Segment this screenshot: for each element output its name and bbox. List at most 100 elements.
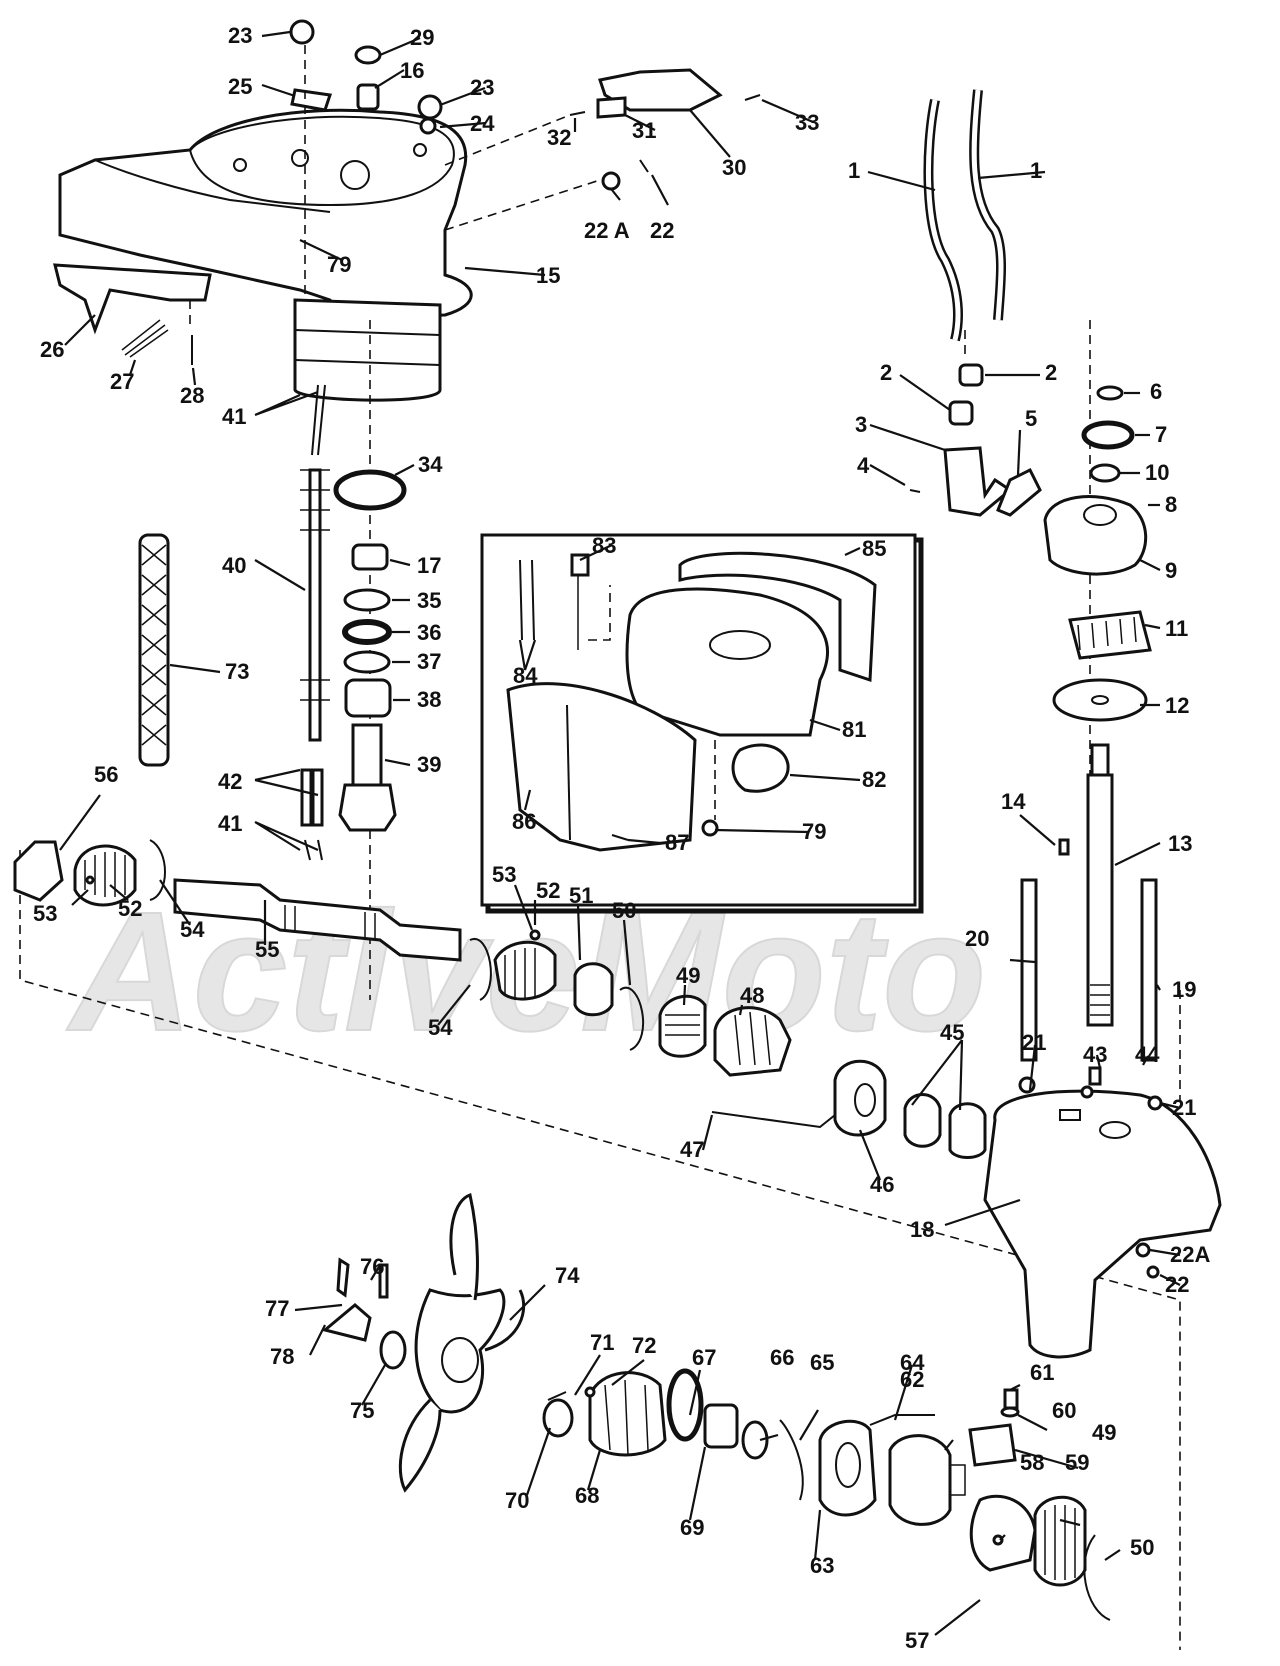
part-number-label: 29 (410, 25, 434, 50)
part-number-label: 21 (1022, 1030, 1046, 1055)
part-number-label: 63 (810, 1553, 834, 1578)
part-number-label: 6 (1150, 379, 1162, 404)
part-number-label: 58 (1020, 1450, 1044, 1475)
part-number-label: 24 (470, 111, 495, 136)
part-number-label: 22 (1165, 1272, 1189, 1297)
part-number-label: 31 (632, 118, 656, 143)
part-number-label: 28 (180, 383, 204, 408)
part-number-label: 73 (225, 659, 249, 684)
part-number-label: 35 (417, 588, 441, 613)
part-number-label: 82 (862, 767, 886, 792)
small-hardware-top (289, 19, 761, 191)
part-number-label: 71 (590, 1330, 614, 1355)
part-number-label: 57 (905, 1628, 929, 1653)
part-number-label: 2 (1045, 360, 1057, 385)
part-number-label: 52 (536, 878, 560, 903)
part-number-label: 51 (569, 883, 593, 908)
part-number-label: 27 (110, 369, 134, 394)
part-number-label: 85 (862, 536, 886, 561)
tube-connector-parts (909, 363, 1042, 517)
part-number-label: 1 (848, 158, 860, 183)
part-number-label: 26 (40, 337, 64, 362)
stud-part-19 (1140, 878, 1158, 1062)
part-number-label: 39 (417, 752, 441, 777)
part-number-label: 13 (1168, 831, 1192, 856)
part-number-label: 8 (1165, 492, 1177, 517)
part-number-label: 87 (665, 830, 689, 855)
part-number-label: 60 (1052, 1398, 1076, 1423)
part-number-label: 15 (536, 263, 560, 288)
part-number-label: 65 (810, 1350, 834, 1375)
part-number-label: 45 (940, 1020, 964, 1045)
part-number-label: 76 (360, 1254, 384, 1279)
exhaust-housing-part (58, 108, 473, 402)
part-number-label: 66 (770, 1345, 794, 1370)
part-number-label: 9 (1165, 558, 1177, 583)
part-number-label: 79 (802, 819, 826, 844)
water-tubes-part (923, 89, 1006, 342)
part-number-label: 62 (900, 1367, 924, 1392)
part-number-label: 17 (417, 553, 441, 578)
part-number-label: 30 (722, 155, 746, 180)
part-number-label: 44 (1135, 1042, 1160, 1067)
part-number-label: 48 (740, 983, 764, 1008)
part-number-label: 67 (692, 1345, 716, 1370)
part-number-label: 68 (575, 1483, 599, 1508)
part-number-label: 36 (417, 620, 441, 645)
part-number-label: 43 (1083, 1042, 1107, 1067)
part-number-label: 19 (1172, 977, 1196, 1002)
water-pump-parts (1043, 385, 1152, 722)
part-number-label: 21 (1172, 1095, 1196, 1120)
part-number-label: 5 (1025, 406, 1037, 431)
plate-part-26 (53, 263, 212, 335)
part-number-label: 84 (513, 663, 538, 688)
part-number-label: 22 (650, 218, 674, 243)
propeller-group (321, 1193, 526, 1493)
part-number-label: 20 (965, 926, 989, 951)
part-number-label: 14 (1001, 789, 1026, 814)
part-number-label: 23 (228, 23, 252, 48)
part-number-label: 7 (1155, 422, 1167, 447)
propeller-shaft-assembly (13, 839, 987, 1159)
part-number-label: 56 (94, 762, 118, 787)
part-number-label: 49 (676, 963, 700, 988)
part-number-label: 47 (680, 1137, 704, 1162)
part-number-label: 83 (592, 533, 616, 558)
shift-rod-part (300, 384, 330, 861)
part-number-label: 53 (33, 901, 57, 926)
part-number-label: 59 (1065, 1450, 1089, 1475)
part-number-label: 3 (855, 412, 867, 437)
driveshaft-bearing-stack (333, 469, 407, 832)
spring-part-27 (121, 319, 169, 358)
part-number-label: 50 (1130, 1535, 1154, 1560)
part-number-label: 41 (218, 811, 242, 836)
part-number-label: 34 (418, 452, 443, 477)
part-number-label: 69 (680, 1515, 704, 1540)
bearing-carrier-group (542, 1368, 1111, 1621)
part-number-label: 41 (222, 404, 246, 429)
part-number-label: 53 (492, 862, 516, 887)
part-number-label: 54 (428, 1015, 453, 1040)
part-number-label: 42 (218, 769, 242, 794)
part-number-label: 38 (417, 687, 441, 712)
part-number-label: 11 (1165, 616, 1188, 641)
stud-part-20 (1020, 878, 1038, 1062)
part-number-label: 16 (400, 58, 424, 83)
part-number-label: 86 (512, 809, 536, 834)
part-number-label: 75 (350, 1398, 374, 1423)
part-number-label: 32 (547, 125, 571, 150)
part-number-label: 1 (1030, 158, 1042, 183)
part-number-label: 52 (118, 896, 142, 921)
part-number-label: 79 (327, 252, 351, 277)
part-number-label: 10 (1145, 460, 1169, 485)
part-number-label: 23 (470, 75, 494, 100)
part-number-label: 81 (842, 717, 866, 742)
gearcase-housing-part (983, 1066, 1222, 1359)
part-number-label: 72 (632, 1333, 656, 1358)
leader-lines (59, 30, 1181, 1636)
part-number-label: 50 (612, 898, 636, 923)
part-number-label: 74 (555, 1263, 580, 1288)
part-number-label: 78 (270, 1344, 294, 1369)
